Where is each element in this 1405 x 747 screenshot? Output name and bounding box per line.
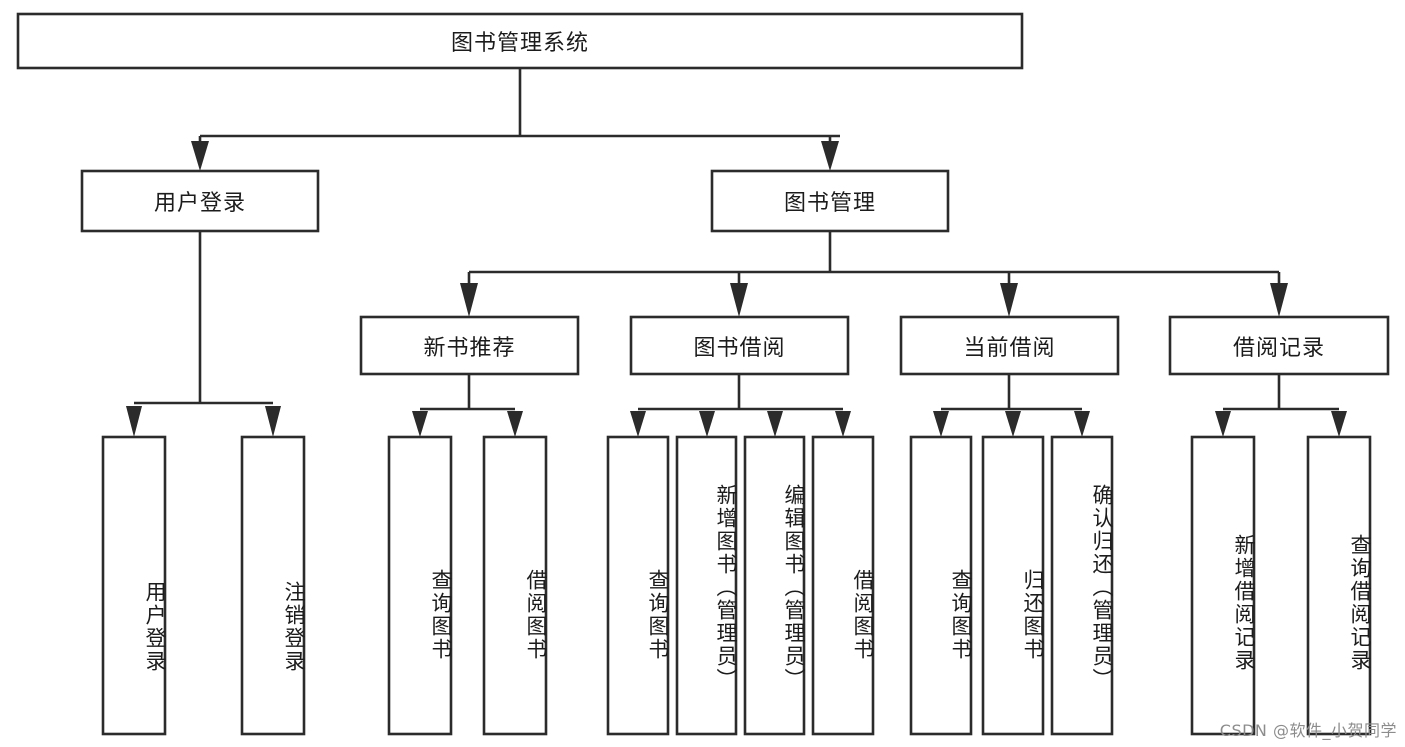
arrow-head-icon: [933, 411, 949, 437]
arrow-head-icon: [767, 411, 783, 437]
node-leaf-borrow-book[interactable]: [811, 435, 875, 736]
node-leaf-edit-book-admin[interactable]: [743, 435, 806, 736]
arrow-head-icon: [191, 141, 209, 171]
connector-current-to-leaves: [933, 374, 1090, 437]
node-leaf-query-borrow-record[interactable]: [1306, 435, 1372, 736]
arrow-head-icon: [265, 406, 281, 437]
connector-newbook-to-leaves: [412, 374, 523, 437]
connector-bookmgmt-to-level3: [460, 231, 1288, 317]
csdn-watermark: CSDN @软件_小贺同学: [1219, 721, 1397, 740]
arrow-head-icon: [1074, 411, 1090, 437]
node-user-login[interactable]: [80, 169, 320, 233]
connector-borrow-to-leaves: [630, 374, 851, 437]
arrow-head-icon: [460, 283, 478, 317]
node-book-borrowing[interactable]: [629, 315, 850, 376]
connector-root-to-level2: [191, 68, 840, 171]
node-leaf-logout[interactable]: [240, 435, 306, 736]
node-leaf-user-login[interactable]: [101, 435, 167, 736]
node-borrow-records[interactable]: [1168, 315, 1390, 376]
node-root-book-management-system[interactable]: [16, 12, 1024, 70]
arrow-head-icon: [126, 406, 142, 437]
arrow-head-icon: [821, 141, 839, 171]
node-leaf-return-book[interactable]: [981, 435, 1045, 736]
connector-userlogin-to-leaves: [126, 231, 281, 437]
node-leaf-query-book-current[interactable]: [909, 435, 973, 736]
arrow-head-icon: [1270, 283, 1288, 317]
node-book-management[interactable]: [710, 169, 950, 233]
connector-records-to-leaves: [1215, 374, 1347, 437]
node-leaf-add-book-admin[interactable]: [675, 435, 738, 736]
node-leaf-confirm-return-admin[interactable]: [1050, 435, 1114, 736]
arrow-head-icon: [1005, 411, 1021, 437]
arrow-head-icon: [1000, 283, 1018, 317]
arrow-head-icon: [835, 411, 851, 437]
arrow-head-icon: [1331, 411, 1347, 437]
node-current-borrowing[interactable]: [899, 315, 1120, 376]
node-leaf-borrow-book-rec[interactable]: [482, 435, 548, 736]
arrow-head-icon: [699, 411, 715, 437]
arrow-head-icon: [507, 411, 523, 437]
arrow-head-icon: [1215, 411, 1231, 437]
node-leaf-add-borrow-record[interactable]: [1190, 435, 1256, 736]
node-leaf-query-book-rec[interactable]: [387, 435, 453, 736]
arrow-head-icon: [730, 283, 748, 317]
node-leaf-query-book-borrow[interactable]: [606, 435, 670, 736]
node-new-book-recommendation[interactable]: [359, 315, 580, 376]
arrow-head-icon: [630, 411, 646, 437]
arrow-head-icon: [412, 411, 428, 437]
